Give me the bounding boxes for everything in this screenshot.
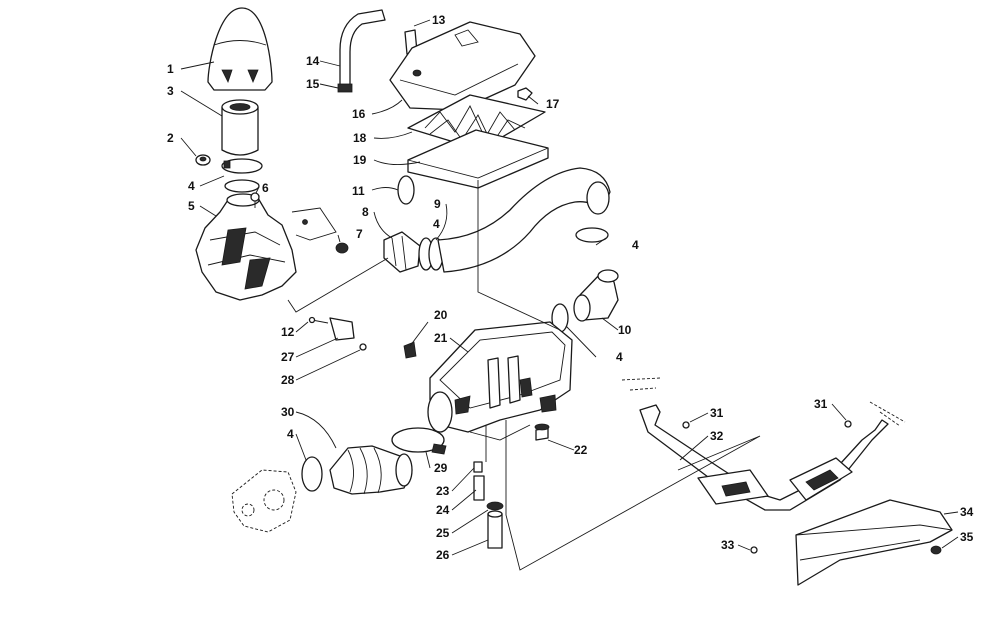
callout-29: 29 (434, 461, 448, 475)
callout-24: 24 (436, 503, 450, 517)
callout-1: 1 (167, 62, 174, 76)
part-seal-11 (397, 175, 415, 205)
part-airbox-cover (389, 21, 536, 111)
callout-33: 33 (721, 538, 735, 552)
callout-9: 9 (434, 197, 441, 211)
callout-27: 27 (281, 350, 295, 364)
callout-21: 21 (434, 331, 448, 345)
leader-lines (180, 19, 959, 556)
callout-12: 12 (281, 325, 295, 339)
callout-4c: 4 (632, 238, 639, 252)
callout-34: 34 (960, 505, 974, 519)
callout-7: 7 (356, 227, 363, 241)
part-clamp-large (391, 427, 447, 455)
callout-8: 8 (362, 205, 369, 219)
callout-30: 30 (281, 405, 295, 419)
callout-4d: 4 (616, 350, 623, 364)
part-boot (329, 445, 413, 495)
part-plug-22 (534, 423, 550, 441)
callout-18: 18 (353, 131, 367, 145)
callout-31a: 31 (710, 406, 724, 420)
callout-15: 15 (306, 77, 320, 91)
part-coupler-8 (383, 231, 421, 273)
part-filter-tray (407, 129, 549, 189)
part-screw-6 (250, 192, 260, 208)
callout-17: 17 (546, 97, 560, 111)
callout-25: 25 (436, 526, 450, 540)
part-nut-17 (517, 87, 533, 101)
callout-4b: 4 (433, 217, 440, 231)
callout-4e: 4 (287, 427, 294, 441)
callout-14: 14 (306, 54, 320, 68)
part-intake-tube (437, 167, 611, 273)
callout-16: 16 (352, 107, 366, 121)
callout-6: 6 (262, 181, 269, 195)
part-airbox-base (427, 321, 573, 441)
part-drain-assembly (473, 461, 504, 549)
part-clamp-boot (301, 456, 323, 492)
part-nut-35 (930, 545, 942, 555)
callout-31b: 31 (814, 397, 828, 411)
part-clamp-right (575, 227, 609, 243)
connector-lines (287, 180, 761, 571)
callout-22: 22 (574, 443, 588, 457)
callout-32: 32 (710, 429, 724, 443)
callout-2: 2 (167, 131, 174, 145)
part-air-filter (221, 99, 259, 156)
callout-20: 20 (434, 308, 448, 322)
callout-3: 3 (167, 84, 174, 98)
callout-23: 23 (436, 484, 450, 498)
part-clip-20 (403, 341, 417, 359)
callout-13: 13 (432, 13, 446, 27)
callout-11: 11 (352, 184, 365, 198)
part-nut-7 (335, 242, 349, 254)
callout-5: 5 (188, 199, 195, 213)
part-grommet (195, 154, 211, 166)
callout-26: 26 (436, 548, 450, 562)
part-prefilter-cover (207, 7, 273, 91)
callout-19: 19 (353, 153, 367, 167)
part-elbow (573, 269, 619, 322)
callout-35: 35 (960, 530, 974, 544)
part-heat-shield (795, 499, 953, 586)
callout-10: 10 (618, 323, 632, 337)
part-clamp-upper (221, 158, 263, 193)
part-throttle-body (231, 469, 297, 533)
callout-labels: 1 2 3 4 5 6 7 8 9 4 11 19 18 16 17 15 14… (167, 13, 974, 562)
part-intake-duct (195, 193, 337, 301)
callout-28: 28 (281, 373, 295, 387)
callout-4a: 4 (188, 179, 195, 193)
part-mount-bracket (621, 377, 906, 554)
part-fitting (308, 316, 367, 351)
